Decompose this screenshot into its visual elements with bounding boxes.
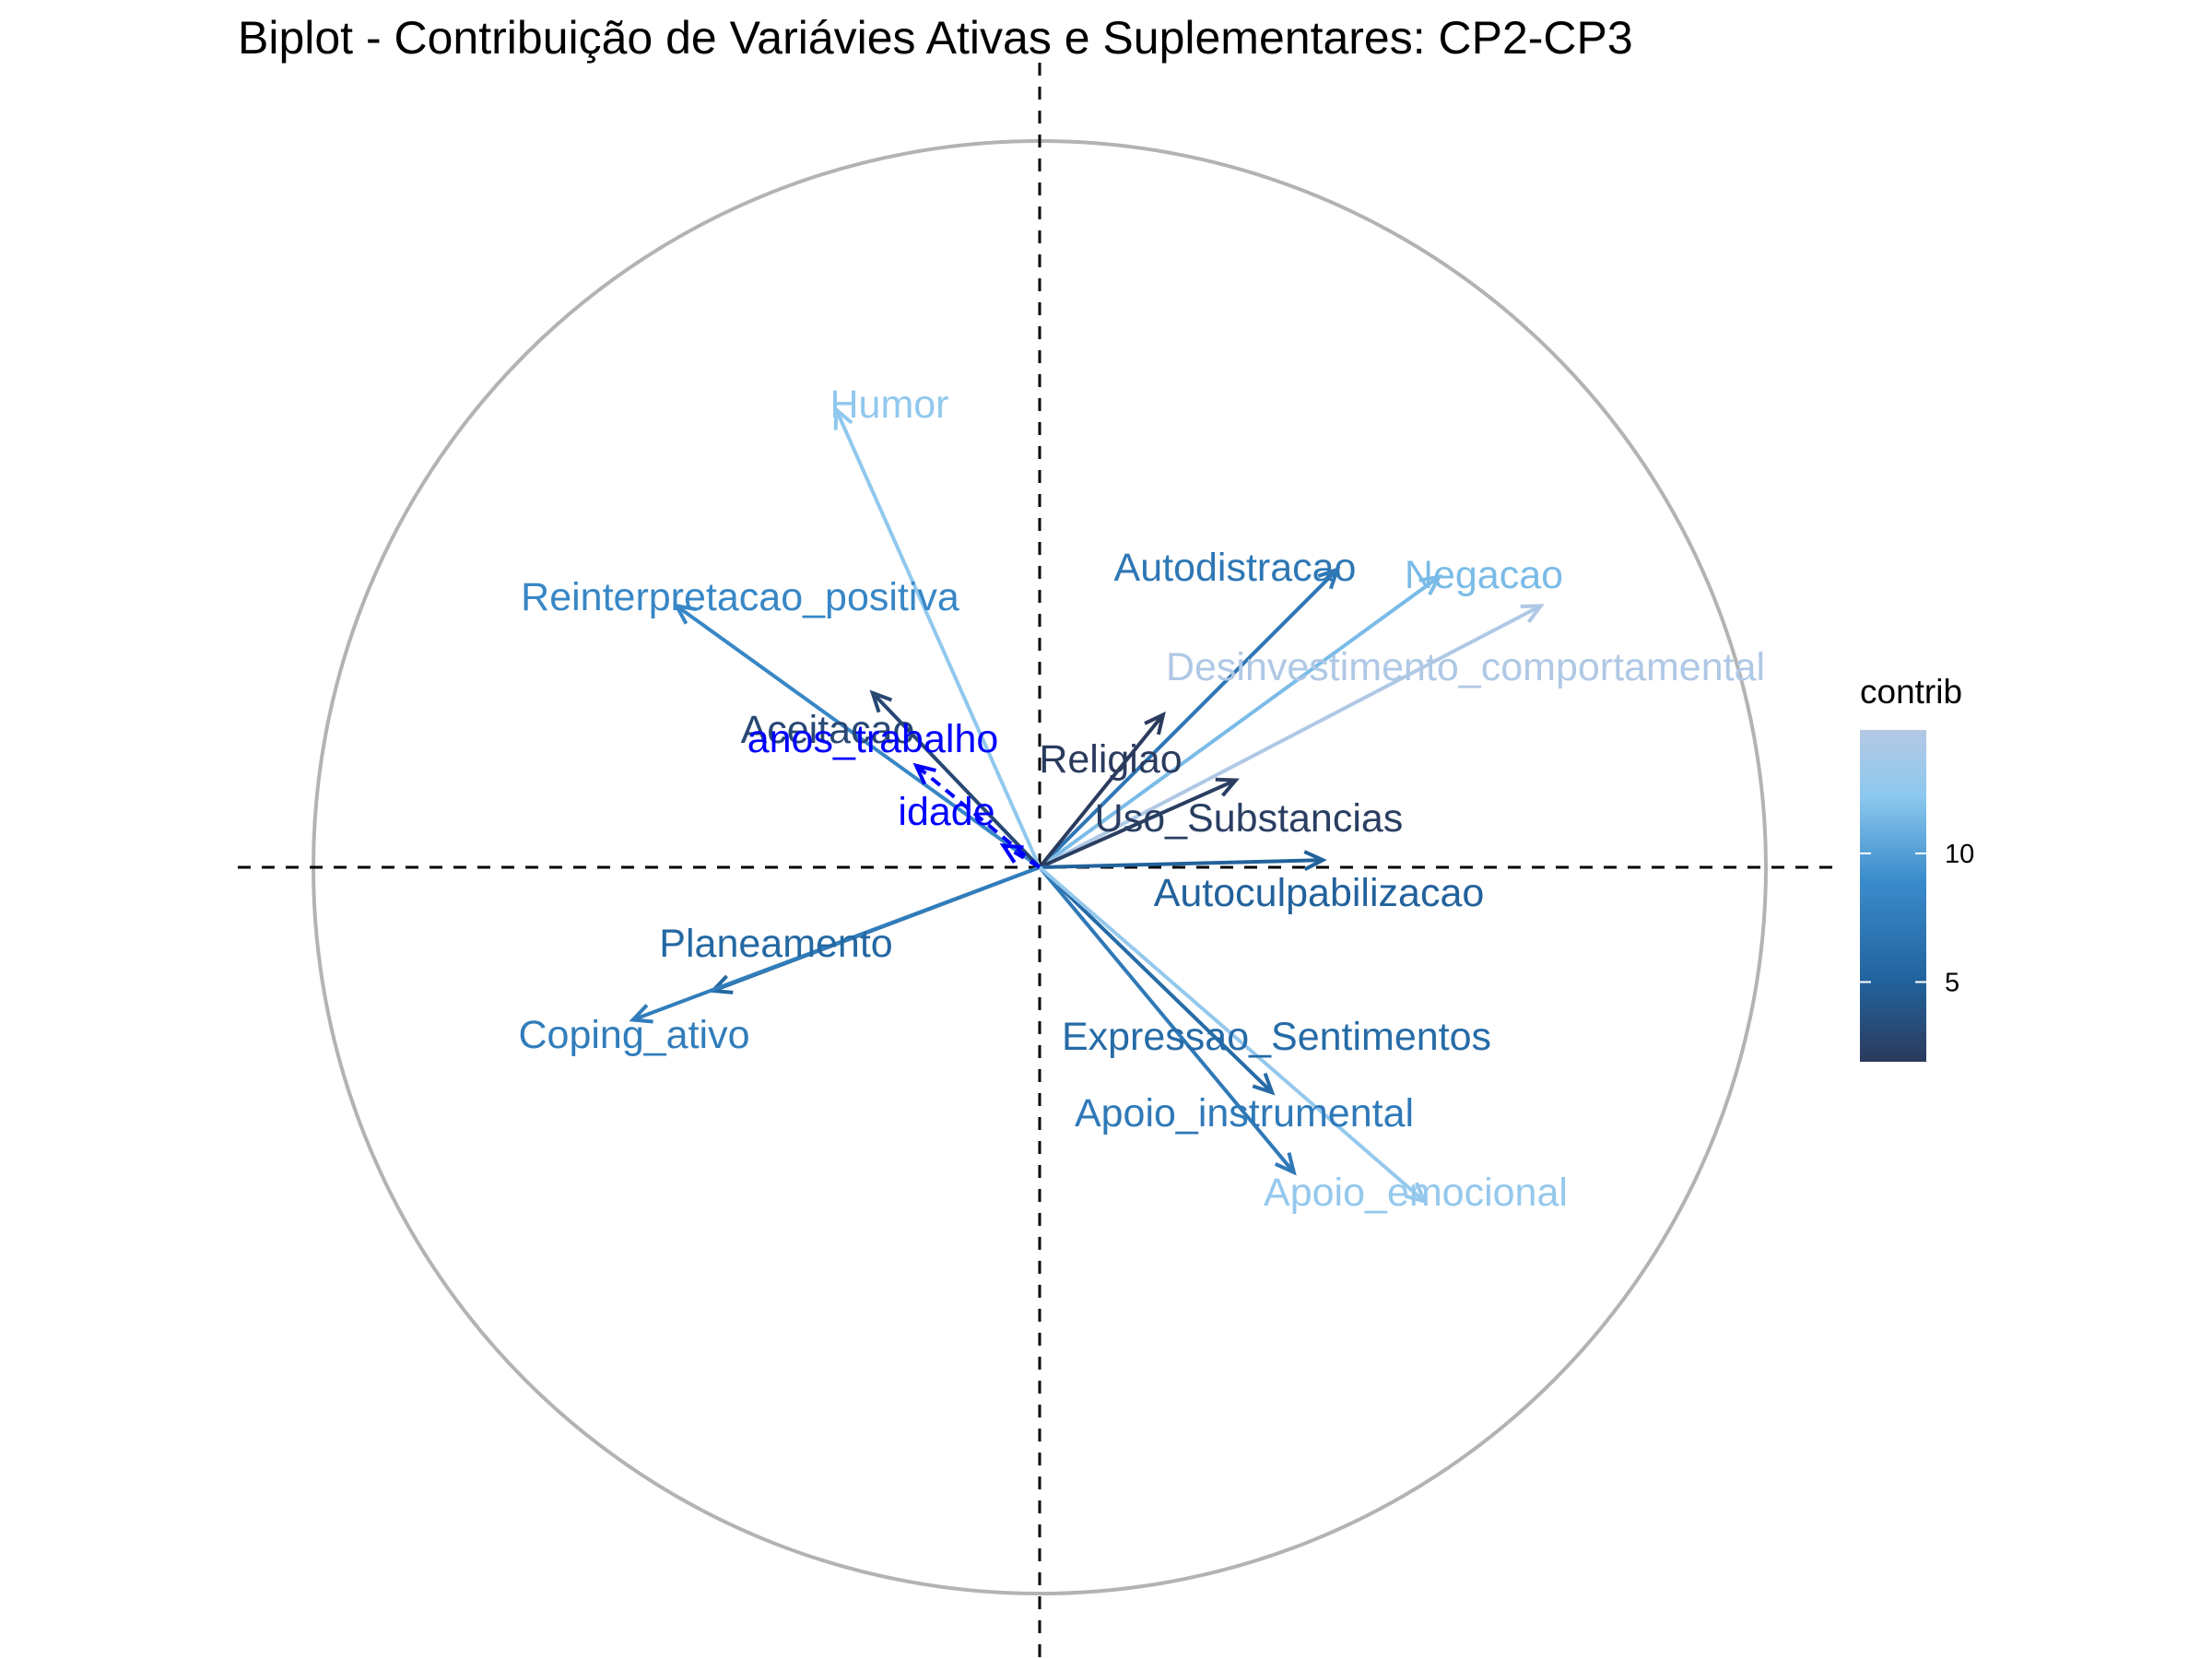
arrow-head-humor	[833, 406, 853, 430]
arrow-apoio-instrumental	[1038, 865, 1297, 1176]
arrow-head-autodistracao	[1317, 566, 1341, 590]
arrow-head-aceitacao	[869, 689, 893, 713]
label-negacao: Negacao	[1405, 553, 1563, 597]
legend-colorbar	[1860, 730, 1926, 1062]
arrow-line-religiao	[1038, 713, 1165, 869]
arrow-autoculpabilizacao	[1039, 850, 1327, 871]
legend-tick-label: 5	[1945, 968, 1959, 997]
label-apoio-emocional: Apoio_emocional	[1264, 1171, 1568, 1215]
arrow-head-anos-trabalho	[912, 762, 936, 785]
arrow-aceitacao	[869, 689, 1041, 869]
legend-tick-label: 10	[1945, 840, 1974, 869]
arrow-idade	[999, 842, 1041, 869]
arrow-reinterpretacao-positiva	[673, 603, 1041, 869]
arrow-desinvestimento-comportamental	[1039, 604, 1545, 869]
arrow-line-expressao-sentimentos	[1038, 865, 1274, 1094]
arrow-head-idade	[999, 842, 1024, 864]
arrow-uso-substancias	[1039, 777, 1240, 869]
arrow-line-reinterpretacao-positiva	[675, 604, 1041, 869]
arrow-head-coping-ativo	[629, 1004, 653, 1024]
label-planeamento: Planeamento	[659, 922, 892, 966]
arrow-humor	[833, 406, 1041, 868]
arrow-negacao	[1038, 574, 1443, 869]
label-apoio-instrumental: Apoio_instrumental	[1075, 1091, 1414, 1135]
arrow-head-desinvestimento-comportamental	[1520, 604, 1545, 624]
label-reinterpretacao-positiva: Reinterpretacao_positiva	[521, 575, 959, 619]
label-anos-trabalho: anos_trabalho	[747, 717, 999, 761]
arrow-line-apoio-instrumental	[1038, 865, 1296, 1174]
arrow-line-apoio-emocional	[1038, 865, 1426, 1203]
arrow-line-autoculpabilizacao	[1039, 858, 1324, 869]
arrow-head-apoio-instrumental	[1274, 1152, 1297, 1176]
arrow-line-idade	[1002, 843, 1041, 869]
arrow-head-autoculpabilizacao	[1303, 850, 1327, 871]
legend-ticks: 5 10	[1860, 840, 1974, 997]
arrow-expressao-sentimentos	[1038, 865, 1276, 1096]
arrow-line-humor	[834, 408, 1041, 868]
arrow-autodistracao	[1038, 566, 1341, 869]
arrow-head-expressao-sentimentos	[1252, 1072, 1276, 1096]
arrow-head-apoio-emocional	[1404, 1182, 1429, 1205]
arrow-coping-ativo	[629, 865, 1041, 1024]
arrow-head-reinterpretacao-positiva	[673, 603, 698, 625]
plot-area: HumorReinterpretacao_positivaAceitacaoAu…	[238, 63, 1843, 1659]
arrow-religiao	[1038, 711, 1166, 869]
legend-title: contrib	[1860, 673, 1962, 711]
legend: contrib 5 10	[1860, 673, 1974, 1062]
arrow-head-negacao	[1418, 574, 1443, 596]
arrow-line-coping-ativo	[632, 865, 1041, 1022]
label-uso-substancias: Uso_Substancias	[1095, 796, 1404, 841]
arrow-line-aceitacao	[871, 691, 1041, 869]
label-religiao: Religiao	[1039, 737, 1182, 782]
arrow-head-uso-substancias	[1215, 777, 1240, 797]
arrow-line-autodistracao	[1038, 568, 1339, 869]
label-idade: idade	[898, 790, 994, 834]
chart-title: Biplot - Contribuição de Variávies Ativa…	[238, 12, 1633, 64]
arrow-anos-trabalho	[912, 762, 1041, 869]
label-autoculpabilizacao: Autoculpabilizacao	[1154, 871, 1485, 915]
arrow-line-negacao	[1038, 575, 1441, 869]
arrow-head-religiao	[1144, 711, 1166, 735]
arrow-line-desinvestimento-comportamental	[1039, 604, 1542, 869]
label-autodistracao: Autodistracao	[1114, 546, 1357, 590]
label-aceitacao: Aceitacao	[741, 708, 915, 752]
label-coping-ativo: Coping_ativo	[518, 1013, 749, 1057]
arrow-line-anos-trabalho	[914, 764, 1041, 869]
label-expressao-sentimentos: Expressao_Sentimentos	[1062, 1015, 1491, 1059]
label-humor: Humor	[830, 382, 948, 427]
label-desinvestimento-comportamental: Desinvestimento_comportamental	[1166, 645, 1765, 689]
arrow-apoio-emocional	[1038, 865, 1429, 1205]
arrow-line-uso-substancias	[1039, 778, 1237, 869]
